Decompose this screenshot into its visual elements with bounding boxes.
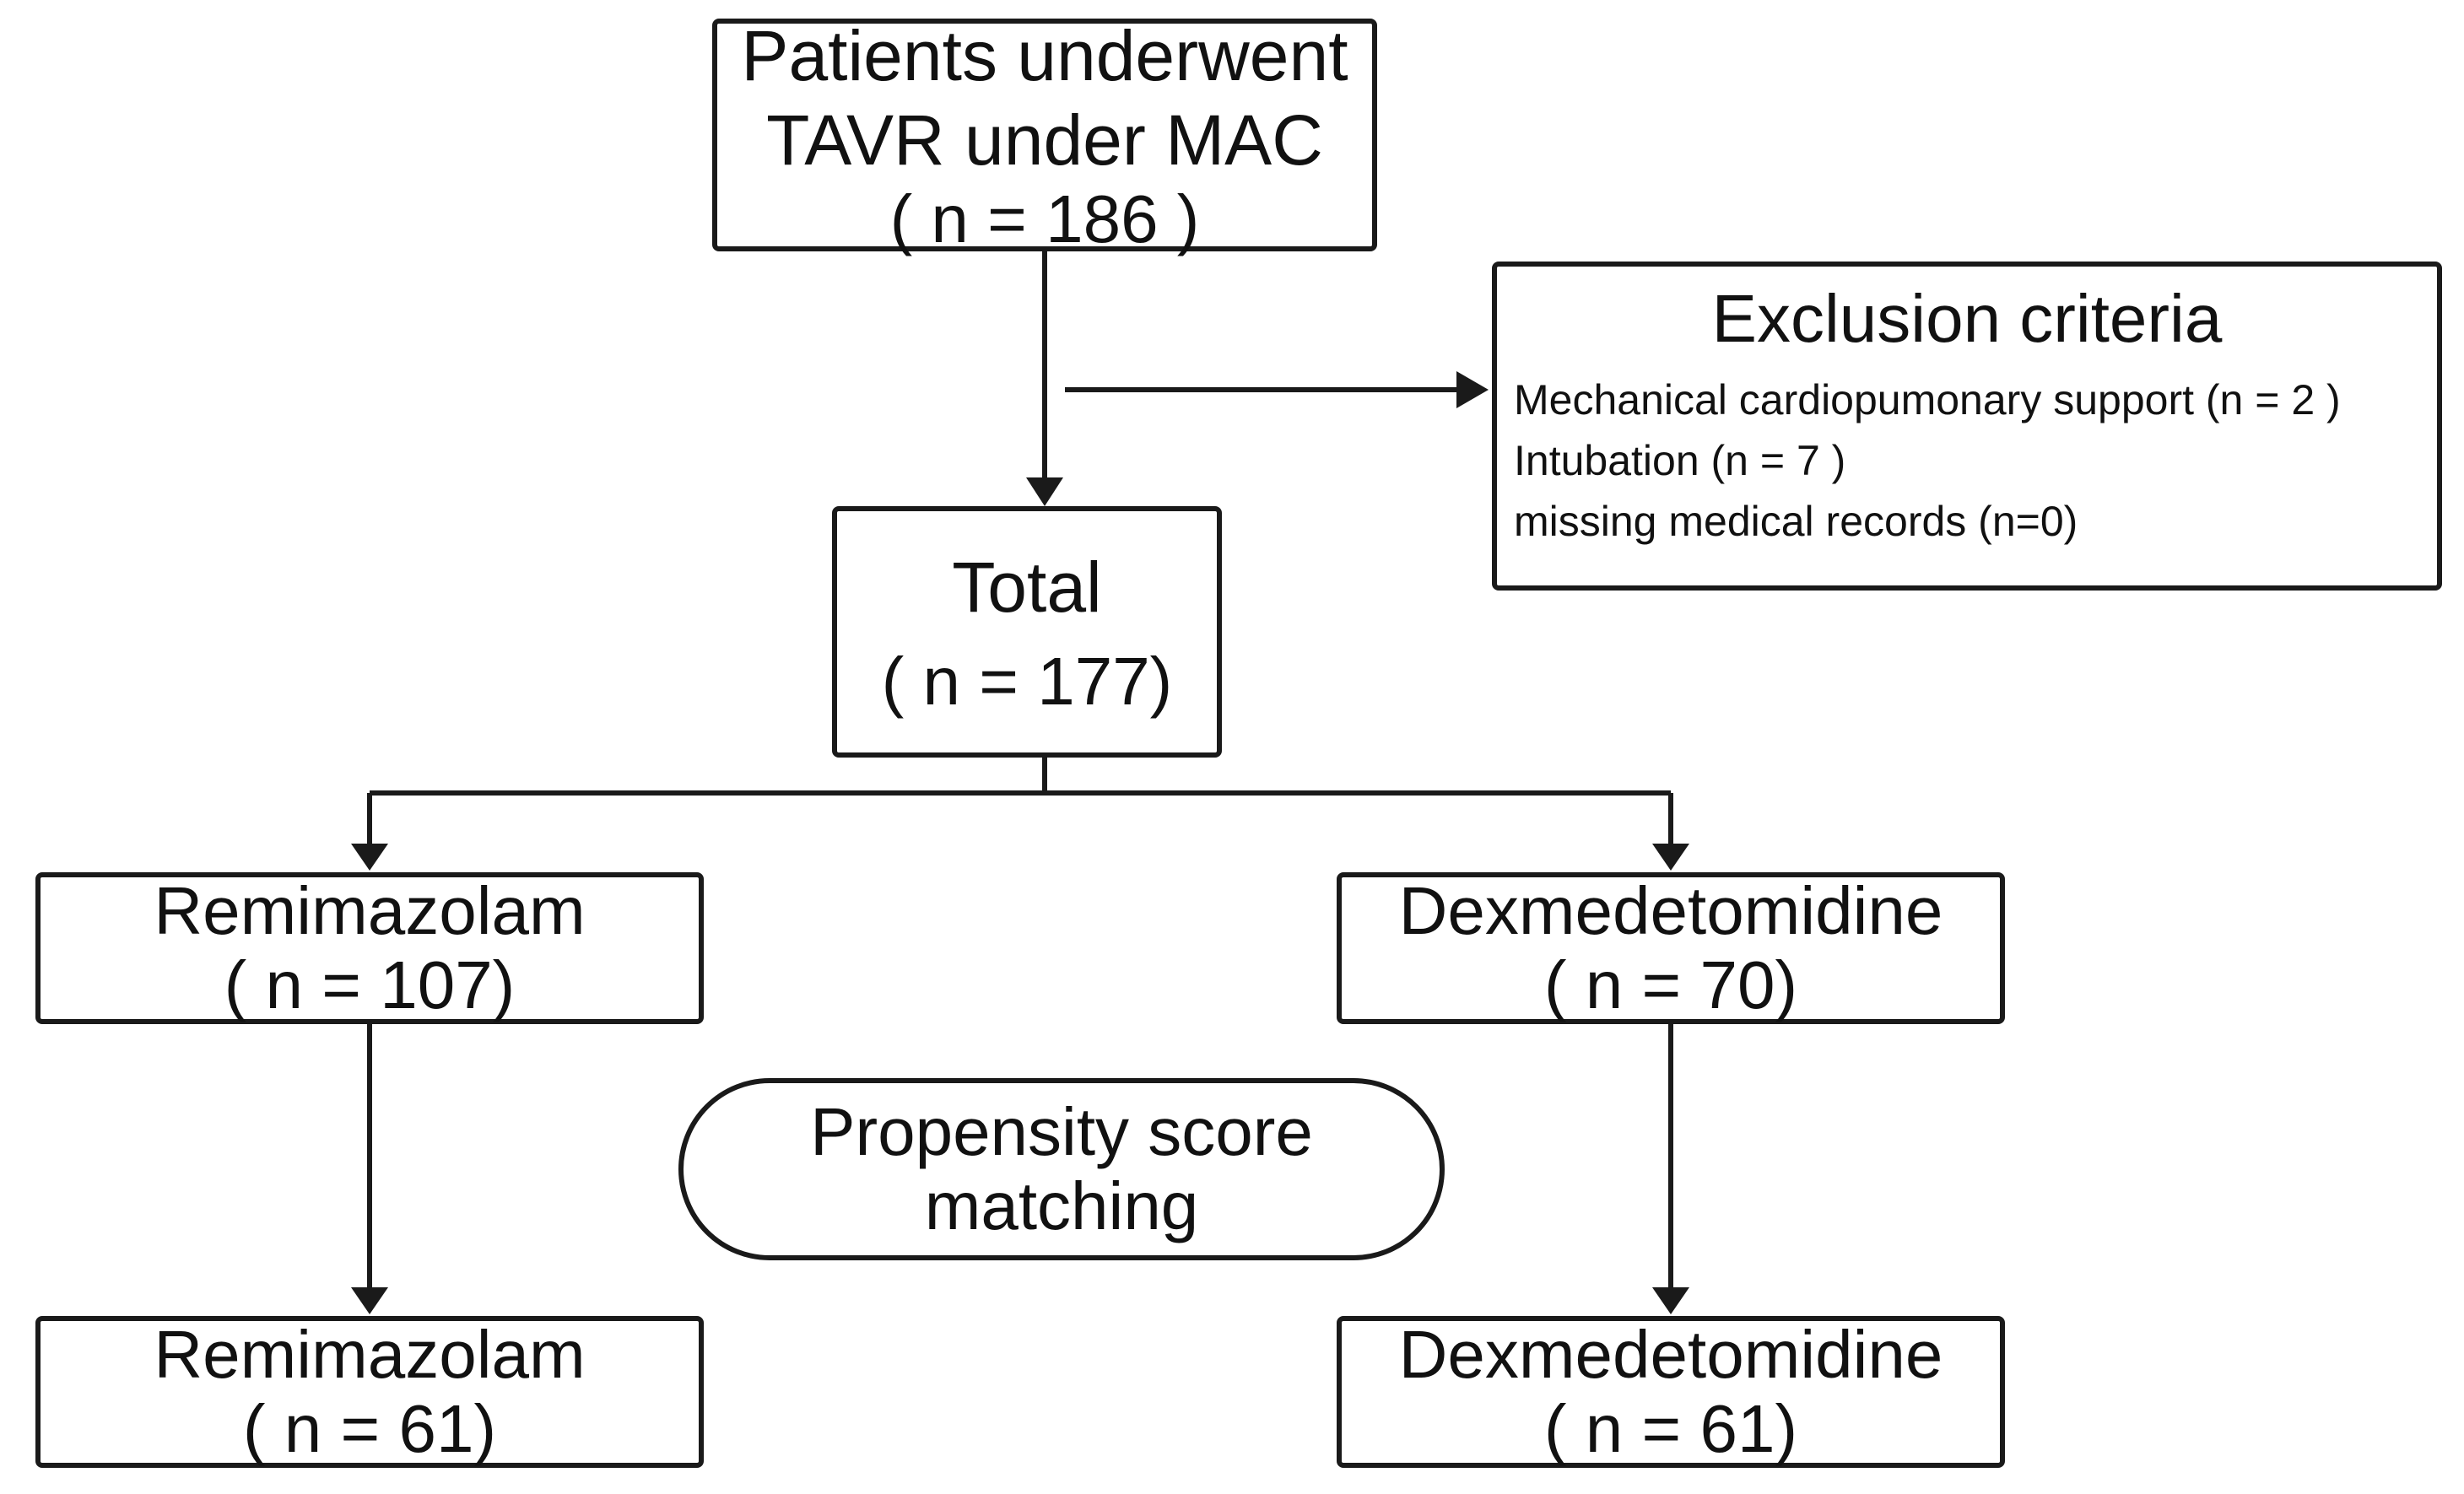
dexmedetomidine-after-box: Dexmedetomidine ( n = 61) bbox=[1337, 1316, 2005, 1468]
arrowhead-total bbox=[1026, 477, 1063, 506]
dexmedetomidine-before-label: Dexmedetomidine bbox=[1398, 873, 1943, 948]
exclusion-item: Intubation (n = 7 ) bbox=[1514, 437, 1846, 484]
remimazolam-after-count: ( n = 61) bbox=[242, 1391, 497, 1466]
dexmedetomidine-before-count: ( n = 70) bbox=[1543, 947, 1798, 1022]
arrowhead-dexmedetomidine bbox=[1652, 844, 1689, 871]
patients-line2: TAVR under MAC bbox=[766, 100, 1323, 180]
propensity-line1: Propensity score bbox=[810, 1094, 1313, 1169]
total-count: ( n = 177) bbox=[881, 644, 1173, 719]
dexmedetomidine-after-label: Dexmedetomidine bbox=[1398, 1317, 1943, 1392]
arrowhead-remimazolam-matched bbox=[351, 1287, 388, 1314]
propensity-line2: matching bbox=[924, 1168, 1199, 1243]
dexmedetomidine-before-box: Dexmedetomidine ( n = 70) bbox=[1337, 872, 2005, 1024]
propensity-matching-box: Propensity score matching bbox=[678, 1078, 1445, 1260]
remimazolam-before-count: ( n = 107) bbox=[224, 947, 516, 1022]
dexmedetomidine-after-count: ( n = 61) bbox=[1543, 1391, 1798, 1466]
exclusion-item: missing medical records (n=0) bbox=[1514, 498, 2078, 545]
arrowhead-exclusion bbox=[1456, 371, 1489, 408]
arrowhead-dexmedetomidine-matched bbox=[1652, 1287, 1689, 1314]
total-label: Total bbox=[952, 547, 1102, 627]
patients-count: ( n = 186 ) bbox=[889, 181, 1200, 256]
patients-line1: Patients underwent bbox=[741, 16, 1348, 95]
arrowhead-remimazolam bbox=[351, 844, 388, 871]
exclusion-item: Mechanical cardiopumonary support (n = 2… bbox=[1514, 376, 2341, 423]
remimazolam-before-label: Remimazolam bbox=[154, 873, 586, 948]
remimazolam-before-box: Remimazolam ( n = 107) bbox=[35, 872, 704, 1024]
remimazolam-after-box: Remimazolam ( n = 61) bbox=[35, 1316, 704, 1468]
total-box: Total ( n = 177) bbox=[832, 506, 1222, 758]
exclusion-box: Exclusion criteria Mechanical cardiopumo… bbox=[1492, 262, 2442, 591]
patients-box: Patients underwent TAVR under MAC ( n = … bbox=[712, 16, 1377, 256]
remimazolam-after-label: Remimazolam bbox=[154, 1317, 586, 1392]
exclusion-title: Exclusion criteria bbox=[1711, 281, 2223, 356]
